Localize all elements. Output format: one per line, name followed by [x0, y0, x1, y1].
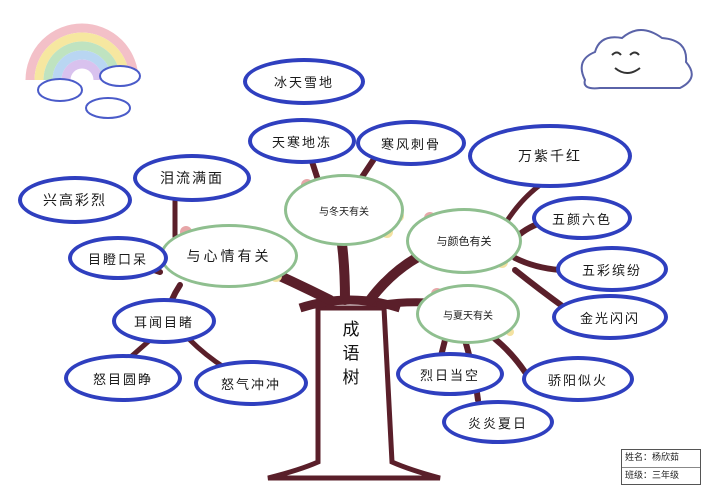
idiom-jin-guang[interactable]: 金光闪闪	[552, 294, 668, 340]
idiom-mu-deng[interactable]: 目瞪口呆	[68, 236, 168, 280]
idiom-xing-gao[interactable]: 兴高彩烈	[18, 176, 132, 224]
idiom-bing-tian[interactable]: 冰天雪地	[243, 58, 365, 105]
hub-heart[interactable]: 与心情有关	[160, 224, 298, 288]
hub-color[interactable]: 与颜色有关	[406, 208, 522, 274]
idiom-nu-qi[interactable]: 怒气冲冲	[194, 360, 308, 406]
smiling-cloud-icon	[580, 29, 693, 90]
idiom-jiao-yang[interactable]: 骄阳似火	[522, 356, 634, 402]
rainbow-icon	[25, 23, 141, 119]
idiom-wan-zi[interactable]: 万紫千红	[468, 124, 632, 188]
idiom-nu-mu[interactable]: 怒目圆睁	[64, 354, 182, 402]
student-class: 班级：三年级	[625, 471, 680, 481]
idiom-er-wen[interactable]: 耳闻目睹	[112, 298, 216, 344]
student-name: 姓名：杨欣茹	[622, 450, 700, 468]
idiom-wu-cai[interactable]: 五彩缤纷	[556, 246, 668, 292]
idiom-tian-han[interactable]: 天寒地冻	[248, 118, 356, 164]
hub-winter[interactable]: 与冬天有关	[284, 174, 404, 246]
tree-title: 成 语 树	[342, 320, 360, 388]
student-info-box: 姓名：杨欣茹 班级：三年级	[621, 449, 701, 485]
idiom-wu-yan[interactable]: 五颜六色	[532, 196, 632, 240]
hub-summer[interactable]: 与夏天有关	[416, 284, 520, 344]
idiom-lei-liu[interactable]: 泪流满面	[133, 154, 251, 202]
idiom-han-feng[interactable]: 寒风刺骨	[356, 120, 466, 166]
idiom-yan-yan[interactable]: 炎炎夏日	[442, 400, 554, 444]
idiom-lie-ri[interactable]: 烈日当空	[396, 352, 504, 396]
tree-trunk	[267, 305, 441, 481]
